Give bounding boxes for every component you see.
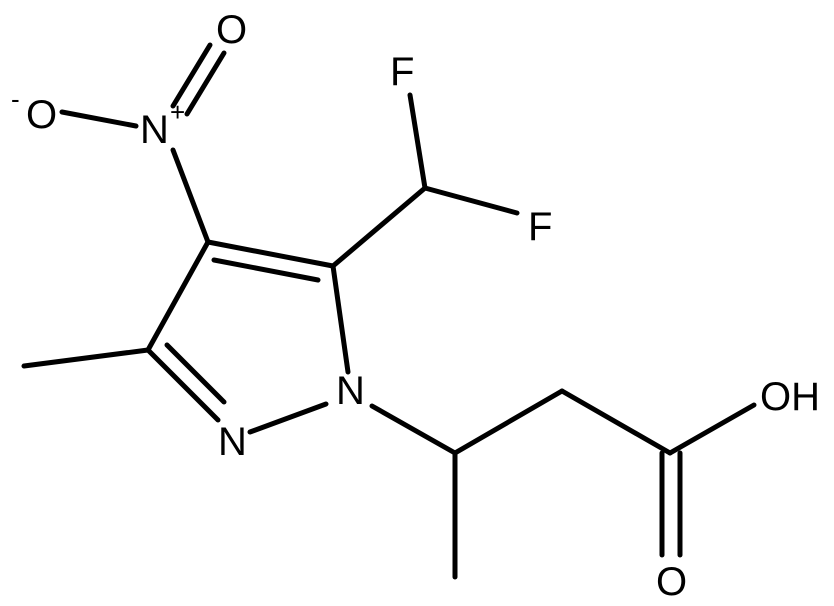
bond-chf2-f1 <box>407 92 428 191</box>
bond-n1-c5 <box>330 263 351 375</box>
atom-nitro-n-charge: + <box>170 97 185 127</box>
bond-nitro-o-double-a <box>170 42 213 109</box>
bond-nitro-o-single <box>59 109 139 129</box>
bond-ch-ch2 <box>452 388 565 456</box>
atom-f2-label: F <box>528 205 552 249</box>
atom-nitro-o-single-label: O <box>26 93 57 137</box>
bond-n1-ch <box>369 403 458 456</box>
bond-c3-n2-double <box>164 342 227 405</box>
atom-oh-label: OH <box>760 375 820 419</box>
bond-c5-chf2 <box>330 185 428 269</box>
bond-c-oh <box>667 402 757 456</box>
bond-chf2-f2 <box>422 185 520 216</box>
atom-nitro-n-label: N <box>140 108 169 152</box>
atom-nitro-o-single-charge: - <box>11 84 20 114</box>
atom-f1-label: F <box>390 50 414 94</box>
bond-c3-methyl <box>21 347 151 369</box>
bond-ch2-cooh <box>559 388 673 456</box>
atom-carbonyl-o-label: O <box>656 560 687 604</box>
bond-n2-n1 <box>247 401 329 435</box>
bond-c3-n2 <box>145 347 221 423</box>
atom-n1-label: N <box>336 369 365 413</box>
bond-c5-c4-double <box>211 257 321 283</box>
atom-nitro-o-double-label: O <box>216 8 247 52</box>
atom-n2-label: N <box>218 420 247 464</box>
bond-nitro-o-double-b <box>184 50 227 117</box>
bond-c4-nitro <box>170 147 211 245</box>
bond-c4-c3 <box>145 239 211 353</box>
bond-c5-c4 <box>205 239 336 269</box>
